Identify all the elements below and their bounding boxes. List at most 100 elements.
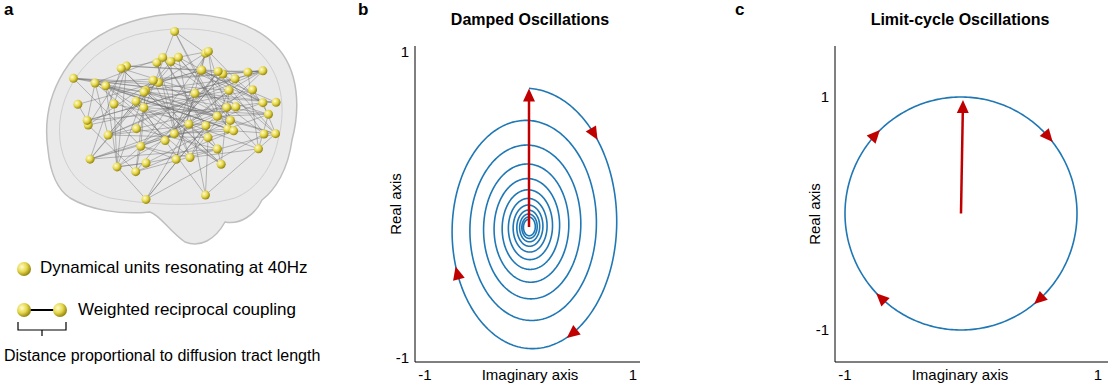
- coupling-line: [234, 131, 276, 134]
- dynamical-unit: [117, 64, 126, 73]
- coupling-line: [106, 86, 221, 164]
- coupling-line: [208, 51, 235, 78]
- dynamical-unit: [231, 102, 240, 111]
- brain-inner-outline: [59, 29, 282, 205]
- dynamical-unit: [204, 47, 213, 56]
- unit-sample: [17, 303, 31, 317]
- coupling-line: [235, 79, 263, 103]
- coupling-line: [217, 114, 268, 116]
- dynamical-unit: [113, 162, 122, 171]
- dynamical-unit: [131, 167, 140, 176]
- dynamical-unit: [225, 86, 234, 95]
- dynamical-unit: [213, 112, 222, 121]
- coupling-line: [146, 126, 206, 200]
- coupling-line: [175, 31, 206, 53]
- coupling-line: [146, 79, 235, 91]
- coupling-line: [90, 68, 121, 159]
- dynamical-unit: [229, 126, 238, 135]
- limit-cycle: [845, 97, 1077, 330]
- coupling-line: [117, 167, 146, 199]
- dynamical-unit: [201, 191, 210, 200]
- coupling-line: [146, 134, 264, 199]
- coupling-line: [136, 134, 276, 172]
- dynamical-unit: [222, 103, 231, 112]
- coupling-line: [117, 90, 146, 166]
- dynamical-unit: [258, 66, 267, 75]
- dynamical-unit: [214, 67, 223, 76]
- coupling-line: [141, 103, 263, 147]
- dynamical-unit: [83, 116, 92, 125]
- coupling-line: [90, 61, 171, 159]
- dynamical-unit: [109, 99, 118, 108]
- dynamical-unit: [243, 68, 252, 77]
- phase-plots: [450, 88, 1077, 348]
- dynamical-unit: [136, 142, 145, 151]
- dynamical-unit: [174, 53, 183, 62]
- panel-letter: c: [735, 1, 744, 20]
- dynamical-unit: [104, 131, 113, 140]
- coupling-line: [202, 70, 276, 134]
- tick-label: -1: [418, 367, 431, 384]
- dynamical-unit: [271, 129, 280, 138]
- axis-label: Real axis: [388, 173, 405, 235]
- unit-sample: [17, 262, 31, 276]
- phase-vector: [528, 98, 531, 227]
- unit-sample: [53, 303, 67, 317]
- coupling-line: [73, 78, 144, 92]
- legend-text: Dynamical units resonating at 40Hz: [40, 259, 307, 278]
- axes-b: [415, 46, 640, 362]
- dynamical-unit: [248, 85, 257, 94]
- direction-arrowhead: [1040, 128, 1058, 146]
- dynamical-unit: [139, 103, 148, 112]
- direction-arrowhead: [867, 126, 885, 144]
- direction-arrowhead: [450, 265, 465, 281]
- coupling-line: [136, 101, 221, 164]
- direction-arrowhead: [1030, 291, 1048, 309]
- coupling-line: [263, 103, 276, 134]
- dynamical-unit: [86, 155, 95, 164]
- tick-label: 1: [629, 367, 637, 384]
- bracket-note: Distance proportional to diffusion tract…: [4, 347, 320, 365]
- coupling-line: [146, 126, 206, 200]
- coupling-line: [190, 126, 206, 158]
- dynamical-unit: [69, 74, 78, 83]
- dynamical-unit: [166, 57, 175, 66]
- panel-title: Damped Oscillations: [451, 11, 609, 29]
- dynamical-unit: [197, 66, 206, 75]
- coupling-line: [141, 51, 209, 146]
- dynamical-unit: [149, 76, 158, 85]
- tick-label: -1: [396, 350, 409, 367]
- coupling-line: [121, 68, 268, 114]
- dynamical-unit: [197, 66, 206, 75]
- dynamical-unit: [91, 79, 100, 88]
- dynamical-unit: [186, 153, 195, 162]
- direction-arrowhead: [563, 325, 581, 342]
- dynamical-unit: [170, 129, 179, 138]
- brain-network: [69, 27, 281, 204]
- panel-letter: a: [4, 1, 13, 20]
- coupling-line: [88, 66, 126, 125]
- dynamical-unit: [184, 120, 193, 129]
- phase-vector-head: [523, 88, 535, 101]
- dynamical-unit: [258, 98, 267, 107]
- coupling-line: [117, 134, 174, 167]
- axes-c: [835, 46, 1108, 362]
- dynamical-unit: [190, 89, 199, 98]
- dynamical-unit: [213, 145, 222, 154]
- phase-vector-head: [957, 100, 969, 113]
- direction-arrowhead: [872, 289, 890, 307]
- panel-title: Limit-cycle Oscillations: [871, 11, 1050, 29]
- dynamical-unit: [132, 97, 141, 106]
- dynamical-unit: [201, 121, 210, 130]
- coupling-line: [73, 78, 194, 93]
- dynamical-unit: [142, 159, 151, 168]
- brain-outline: [47, 14, 297, 244]
- dynamical-unit: [272, 98, 281, 107]
- dynamical-unit: [101, 81, 110, 90]
- coupling-line: [144, 108, 269, 115]
- dynamical-unit: [132, 124, 141, 133]
- dynamical-unit: [264, 110, 273, 119]
- dynamical-unit: [142, 195, 151, 204]
